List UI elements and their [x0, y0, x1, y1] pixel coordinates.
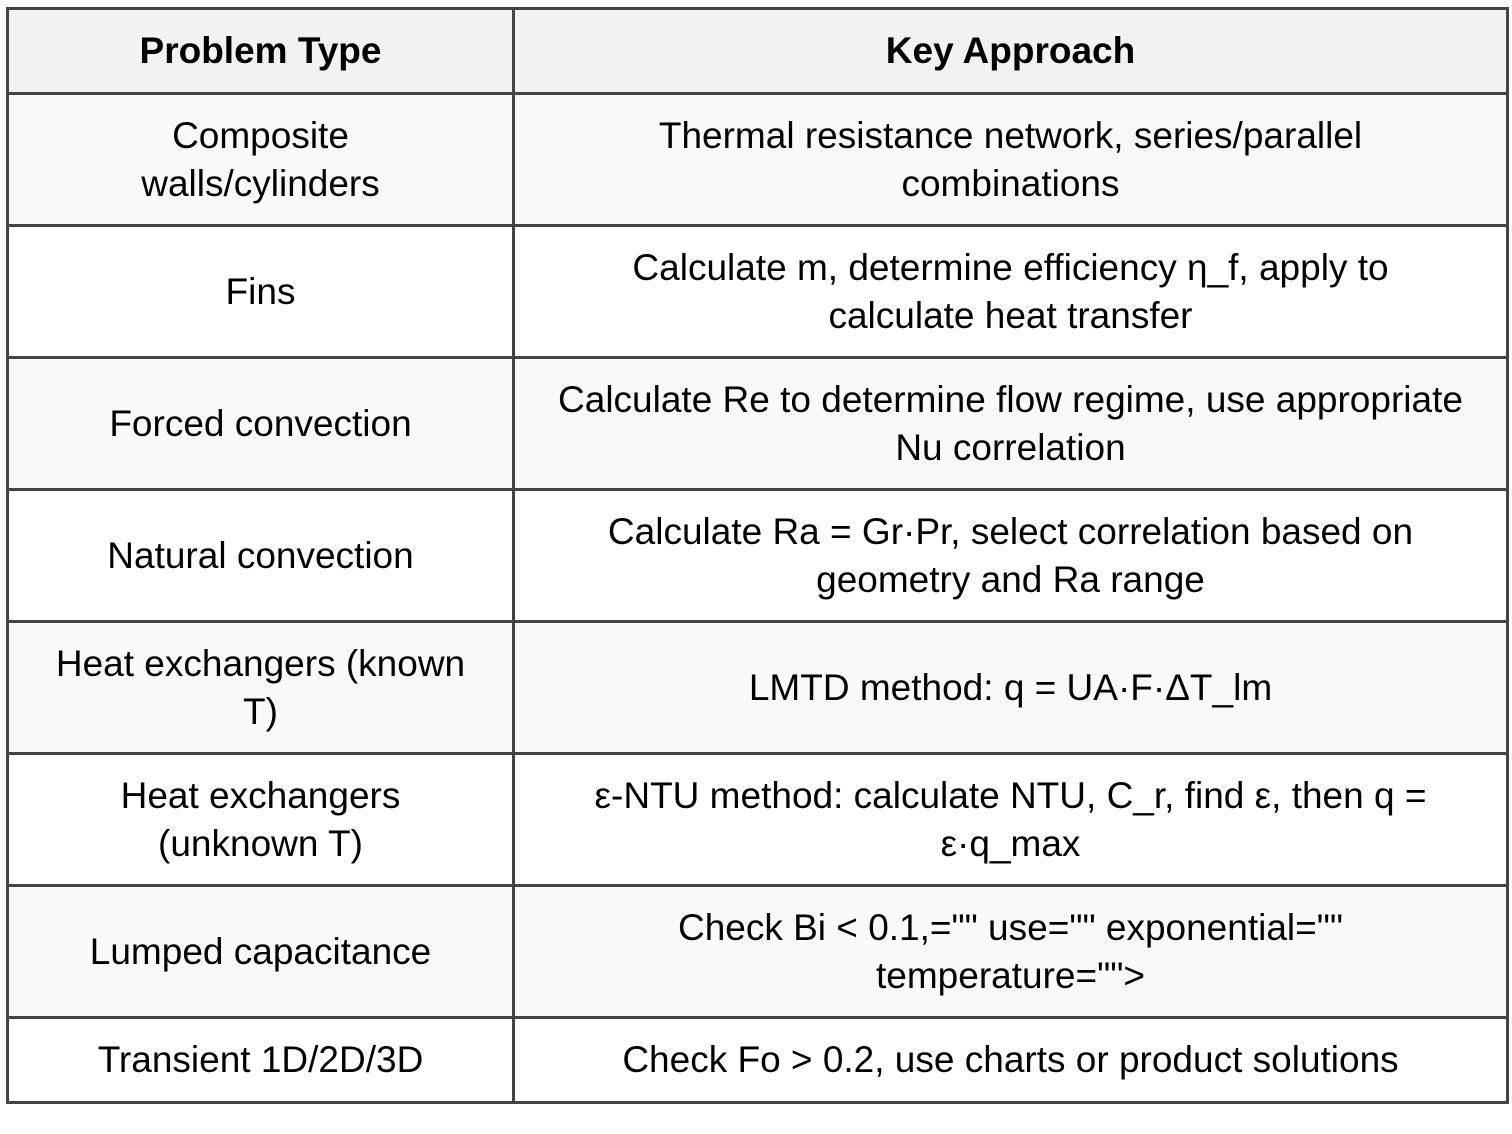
table-row: Composite walls/cylinders Thermal resist…	[6, 92, 1509, 227]
cell-key-approach: Thermal resistance network, series/paral…	[512, 92, 1509, 227]
table-header: Problem Type Key Approach	[6, 7, 1509, 95]
cell-problem-type: Heat exchangers (unknown T)	[6, 752, 515, 887]
cell-problem-type: Heat exchangers (known T)	[6, 620, 515, 755]
table-body: Composite walls/cylinders Thermal resist…	[6, 92, 1509, 1104]
cell-problem-type: Lumped capacitance	[6, 884, 515, 1019]
column-header-problem-type: Problem Type	[6, 7, 515, 95]
header-row: Problem Type Key Approach	[6, 7, 1509, 95]
cell-key-approach: LMTD method: q = UA·F·ΔT_lm	[512, 620, 1509, 755]
table-row: Transient 1D/2D/3D Check Fo > 0.2, use c…	[6, 1016, 1509, 1104]
cell-key-approach: Check Bi < 0.1,="" use="" exponential=""…	[512, 884, 1509, 1019]
cell-problem-type: Forced convection	[6, 356, 515, 491]
cell-problem-type: Transient 1D/2D/3D	[6, 1016, 515, 1104]
table-row: Heat exchangers (unknown T) ε-NTU method…	[6, 752, 1509, 887]
table-row: Fins Calculate m, determine efficiency η…	[6, 224, 1509, 359]
table-row: Heat exchangers (known T) LMTD method: q…	[6, 620, 1509, 755]
cell-problem-type: Natural convection	[6, 488, 515, 623]
table-row: Lumped capacitance Check Bi < 0.1,="" us…	[6, 884, 1509, 1019]
cell-key-approach: Calculate Ra = Gr·Pr, select correlation…	[512, 488, 1509, 623]
table-row: Forced convection Calculate Re to determ…	[6, 356, 1509, 491]
column-header-key-approach: Key Approach	[512, 7, 1509, 95]
cell-problem-type: Fins	[6, 224, 515, 359]
table-container: Problem Type Key Approach Composite wall…	[6, 7, 1509, 1104]
cell-key-approach: Calculate Re to determine flow regime, u…	[512, 356, 1509, 491]
cell-key-approach: Calculate m, determine efficiency η_f, a…	[512, 224, 1509, 359]
table-row: Natural convection Calculate Ra = Gr·Pr,…	[6, 488, 1509, 623]
cell-problem-type: Composite walls/cylinders	[6, 92, 515, 227]
problem-approach-table: Problem Type Key Approach Composite wall…	[6, 7, 1509, 1104]
cell-key-approach: ε-NTU method: calculate NTU, C_r, find ε…	[512, 752, 1509, 887]
cell-key-approach: Check Fo > 0.2, use charts or product so…	[512, 1016, 1509, 1104]
